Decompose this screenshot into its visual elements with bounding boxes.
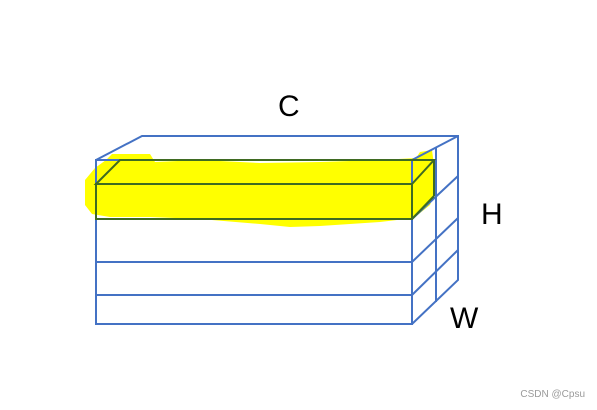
highlighted-slab-front-face xyxy=(95,183,413,220)
highlighted-slab-side-bottom-edge xyxy=(411,195,435,220)
height-label: H xyxy=(481,198,503,231)
watermark: CSDN @Cpsu xyxy=(520,389,585,400)
channel-label: C xyxy=(278,90,300,123)
yellow-highlight-stroke xyxy=(85,150,436,227)
width-label: W xyxy=(450,302,479,335)
